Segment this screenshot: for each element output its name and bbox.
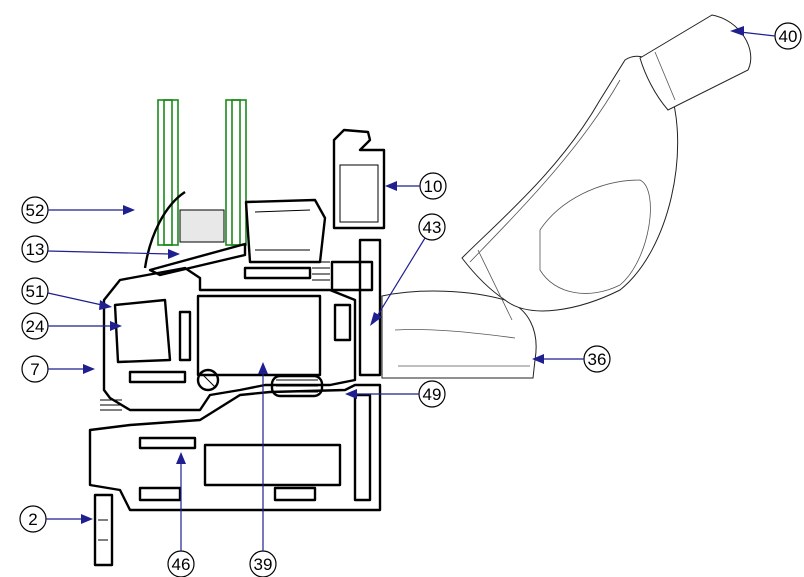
callout-label-49: 49 bbox=[423, 385, 442, 404]
callout-label-7: 7 bbox=[30, 360, 39, 379]
callout-label-43: 43 bbox=[423, 218, 442, 237]
callout-2: 2 bbox=[19, 505, 93, 533]
glazing-unit bbox=[157, 99, 247, 246]
window-handle bbox=[381, 14, 752, 379]
callout-label-40: 40 bbox=[779, 27, 798, 46]
callout-label-52: 52 bbox=[26, 201, 45, 220]
callout-label-13: 13 bbox=[26, 240, 45, 259]
callout-49: 49 bbox=[345, 380, 446, 408]
callout-label-36: 36 bbox=[588, 350, 607, 369]
callout-10: 10 bbox=[385, 172, 447, 200]
callout-7: 7 bbox=[21, 355, 95, 383]
callout-52: 52 bbox=[21, 196, 135, 224]
callout-39: 39 bbox=[249, 362, 277, 577]
callout-40: 40 bbox=[730, 22, 802, 50]
callout-label-24: 24 bbox=[26, 317, 45, 336]
sash-profile bbox=[102, 266, 357, 412]
callout-51: 51 bbox=[21, 277, 112, 310]
callout-label-46: 46 bbox=[172, 555, 191, 574]
callout-36: 36 bbox=[532, 345, 611, 373]
callout-43: 43 bbox=[370, 213, 446, 326]
callout-label-10: 10 bbox=[424, 177, 443, 196]
frame-profile bbox=[88, 238, 382, 567]
callout-46: 46 bbox=[167, 452, 195, 577]
callout-13: 13 bbox=[21, 235, 180, 263]
callout-24: 24 bbox=[21, 312, 122, 340]
callout-label-39: 39 bbox=[254, 555, 273, 574]
hardware-components bbox=[100, 261, 330, 411]
callout-label-2: 2 bbox=[28, 510, 37, 529]
add-on-profile bbox=[332, 128, 386, 230]
callout-label-51: 51 bbox=[26, 282, 45, 301]
